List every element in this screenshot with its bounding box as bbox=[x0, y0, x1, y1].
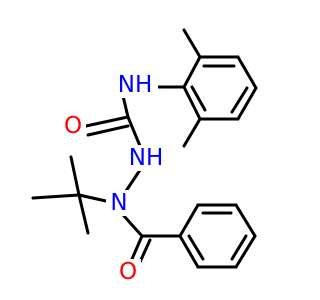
label-o-urea: O bbox=[64, 113, 82, 139]
bond-layer bbox=[31, 28, 258, 269]
ring1-inner-3 bbox=[190, 85, 207, 112]
ring1-bond-6 bbox=[182, 85, 202, 121]
atom-nh-hydrazine: NH bbox=[123, 145, 169, 171]
ring2-bond-3 bbox=[234, 203, 257, 238]
nh-carbonyl-bond bbox=[121, 94, 130, 119]
methyl-top bbox=[182, 28, 202, 59]
ring1-bond-4 bbox=[236, 86, 258, 121]
atom-o-urea: O bbox=[60, 113, 86, 139]
label-o-benzoyl: O bbox=[119, 259, 137, 285]
atom-n-hydrazine: N bbox=[106, 190, 132, 216]
atom-nh-amide: NH bbox=[112, 72, 158, 98]
label-n-hydrazine: N bbox=[110, 190, 127, 216]
carbonyl-nh-bond bbox=[126, 115, 142, 148]
ring2-bond-4 bbox=[234, 234, 257, 269]
n-n-bond bbox=[124, 168, 142, 193]
label-nh-hydrazine: NH bbox=[129, 145, 164, 171]
ring1-bond-3 bbox=[236, 55, 258, 90]
acyl-double-1 bbox=[130, 234, 144, 261]
ring2-inner-3 bbox=[187, 234, 205, 261]
structure-diagram: NH O NH N O bbox=[31, 28, 258, 285]
ring1-inner-2 bbox=[230, 86, 249, 114]
atom-label-layer: NH O NH N O bbox=[60, 72, 169, 285]
tbu-methyl-2 bbox=[31, 193, 81, 200]
ring2-bond-1 bbox=[178, 203, 200, 238]
ring1-bond-1 bbox=[182, 55, 202, 89]
acyl-double-2 bbox=[138, 238, 152, 264]
carbonyl-double-1 bbox=[84, 115, 130, 128]
carbonyl-double-2 bbox=[86, 124, 130, 137]
ring2-bond-6 bbox=[178, 234, 200, 269]
tbu-methyl-1 bbox=[69, 155, 81, 197]
atom-o-benzoyl: O bbox=[115, 259, 141, 285]
ring2-inner-2 bbox=[230, 234, 248, 261]
methyl-bottom bbox=[182, 117, 202, 148]
n-acyl-bond bbox=[122, 214, 144, 238]
label-nh-amide: NH bbox=[118, 72, 153, 98]
tbu-methyl-3 bbox=[77, 193, 90, 235]
n-tbu-bond bbox=[77, 193, 108, 203]
